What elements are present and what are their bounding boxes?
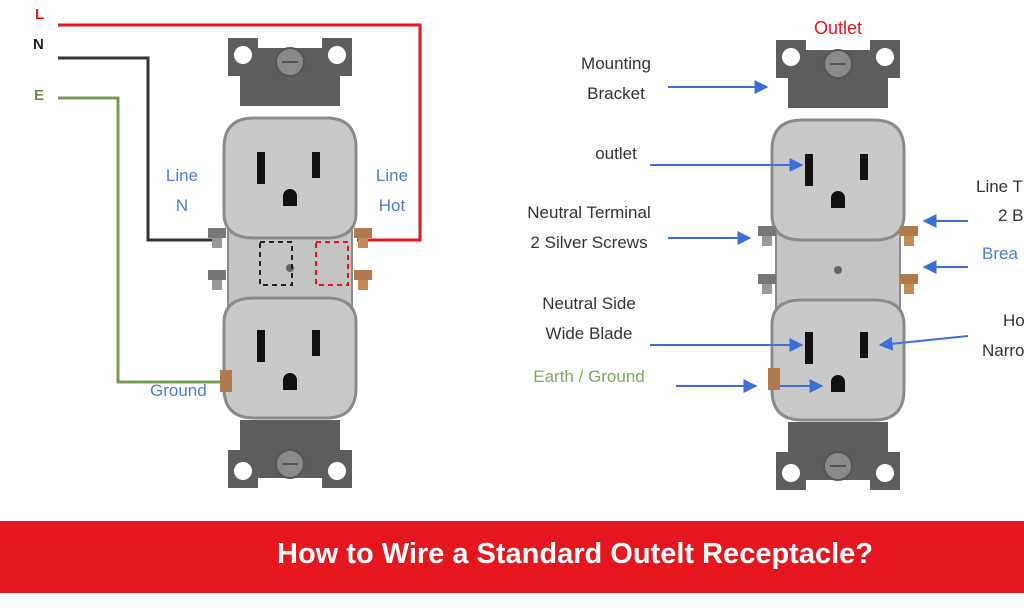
line-wire	[58, 23, 422, 242]
right-outlet-receptacle	[770, 38, 906, 492]
line-terminal-label-1: Line T	[976, 177, 1023, 196]
hot-side-label-1: Ho	[1003, 311, 1024, 330]
neutral-dashed-box	[259, 241, 293, 286]
title-banner: How to Wire a Standard Outelt Receptacle…	[0, 521, 1024, 593]
bottom-strip	[0, 593, 1024, 607]
ground-label: Ground	[150, 381, 207, 400]
ground-screw	[220, 370, 232, 392]
right-ground-screw	[768, 368, 780, 390]
wire-label-e: E	[34, 87, 44, 104]
line-n-label-1: Line	[166, 166, 198, 185]
line-n-label-2: N	[176, 196, 188, 215]
mounting-bracket-label-2: Bracket	[587, 84, 645, 103]
neutral-side-label-2: Wide Blade	[546, 324, 633, 343]
right-labelled-diagram: Outlet Mounting Bracket outlet Neutral T…	[527, 18, 1024, 492]
hot-side-arrow	[878, 335, 969, 351]
neutral-terminal-label-1: Neutral Terminal	[527, 203, 650, 222]
left-wiring-diagram: L N E Line N Line Hot Ground	[33, 6, 422, 490]
right-silver-screws	[758, 226, 776, 294]
neutral-terminal-label-2: 2 Silver Screws	[530, 233, 647, 252]
neutral-screws	[208, 228, 226, 290]
earth-ground-label: Earth / Ground	[533, 367, 645, 386]
wire-label-n: N	[33, 36, 44, 53]
mounting-bracket-label-1: Mounting	[581, 54, 651, 73]
wire-label-l: L	[35, 6, 44, 23]
line-terminal-label-2: 2 B	[998, 206, 1024, 225]
outlet-title: Outlet	[814, 18, 862, 38]
banner-title: How to Wire a Standard Outelt Receptacle…	[277, 538, 873, 570]
neutral-wire	[58, 56, 215, 242]
left-outlet-receptacle	[222, 36, 358, 490]
outlet-label: outlet	[595, 144, 637, 163]
line-hot-label-2: Hot	[379, 196, 406, 215]
hot-dashed-box	[315, 241, 349, 286]
hot-screws	[354, 228, 372, 290]
line-hot-label-1: Line	[376, 166, 408, 185]
neutral-side-label-1: Neutral Side	[542, 294, 636, 313]
hot-side-label-2: Narro	[982, 341, 1024, 360]
right-brass-screws	[900, 226, 918, 294]
breaker-label: Brea	[982, 244, 1018, 263]
earth-wire	[58, 96, 225, 384]
